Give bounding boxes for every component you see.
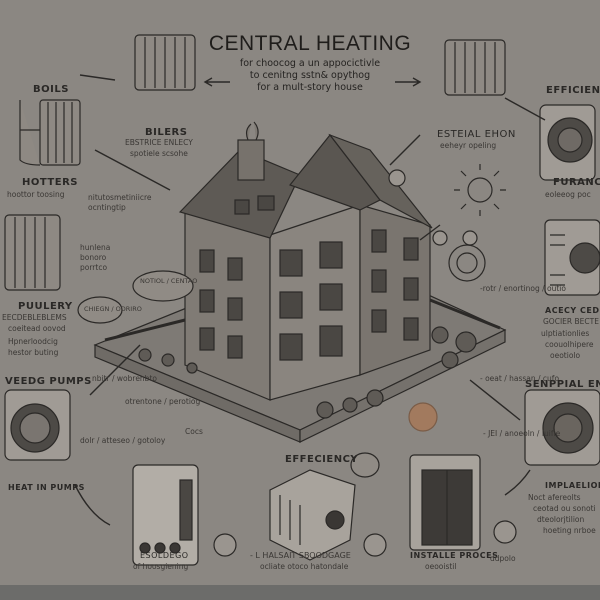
- label-efficiency-top: EFFICIENCY: [546, 85, 600, 96]
- label-hotters: HOTTERS: [22, 177, 78, 188]
- speech-bubble-2: [77, 296, 123, 324]
- label-boils: BOILS: [33, 84, 69, 95]
- heat-pump-left: [4, 389, 71, 461]
- radiator-left-boiler: [19, 99, 81, 166]
- label-text: dteolorjtilion: [537, 515, 585, 524]
- condenser-unit-bottom: [269, 469, 356, 561]
- label-text: hoeting nrboe: [543, 526, 596, 535]
- label-halsait: - L HALSAIT SBOODGAGE: [250, 551, 351, 560]
- gear-symbol: [448, 244, 486, 282]
- radiator-left-mid: [4, 214, 61, 291]
- central-heating-illustration: CENTRAL HEATING for choocog a un appocic…: [0, 0, 600, 585]
- label-text: oeooistil: [425, 562, 457, 571]
- subtitle-line: for choocog a un appocictivle: [239, 58, 381, 69]
- label-text: hestor buting: [8, 348, 59, 357]
- note-text: - JEI / anoeoln / Iuifle: [483, 429, 561, 438]
- subtitle-line: for a mult-story house: [257, 82, 363, 93]
- label-text: coouolhipere: [545, 340, 594, 349]
- boiler-unit-bottom: [132, 464, 199, 566]
- fence: [104, 298, 501, 342]
- label-text: eeheyr opeling: [440, 141, 497, 150]
- label-text: of hoosgiening: [133, 562, 189, 571]
- note-text: Cocs: [185, 427, 203, 436]
- label-text: Noct afereolts: [528, 493, 581, 502]
- note-text: -rotr / enortinog / outio: [480, 284, 566, 293]
- speech-bubble-1: [132, 270, 194, 302]
- page-title: CENTRAL HEATING: [208, 32, 412, 55]
- note-text: dolr / atteseo / gotoloy: [80, 436, 166, 445]
- speech-bubble-text: CHIEGN / ODRIRO: [84, 305, 142, 313]
- house: [178, 121, 433, 401]
- label-text: Hpnerloodcig: [8, 337, 58, 346]
- label-esoldego: ESOLDEGO: [140, 551, 189, 560]
- label-implaelion: IMPLAELION: [545, 481, 600, 490]
- label-bilers: BILERS: [145, 127, 188, 138]
- bottom-strip: [0, 585, 600, 600]
- heat-pump-top-right: [539, 104, 596, 181]
- label-text: ulptiationlies: [541, 329, 590, 338]
- decorative-orange-gear: [408, 402, 438, 432]
- label-text: ocntingtip: [88, 203, 126, 212]
- label-text: oeotiolo: [550, 351, 581, 360]
- label-acecy: ACECY CEDLE: [545, 306, 600, 315]
- speech-bubble-3: [350, 452, 380, 478]
- heat-pump-bottom-right: [524, 389, 600, 466]
- note-text: ddpolo: [490, 554, 516, 563]
- label-installe: INSTALLE PROCES: [410, 551, 499, 560]
- label-text: ceotad ou sonoti: [533, 504, 596, 513]
- label-text: EECDEBLEBLEMS: [2, 313, 67, 322]
- label-text: porrtco: [80, 263, 108, 272]
- bushes: [138, 326, 477, 419]
- arrows: [74, 74, 546, 526]
- sun-symbol: [454, 164, 506, 216]
- radiator-top-left: [134, 34, 196, 91]
- label-text: coeitead oovod: [8, 324, 66, 333]
- illustration-artwork: [4, 34, 600, 566]
- label-senppial: SENPPIAL ENCIL: [525, 379, 600, 390]
- label-esteial: ESTEIAL EHON: [437, 129, 516, 140]
- subtitle-line: to cenitng sstn& opythog: [249, 70, 371, 81]
- label-furances: FURANCES: [553, 177, 600, 188]
- note-text: otrentone / perotiog: [125, 397, 201, 406]
- label-text: nitutosmetiniicre: [88, 193, 152, 202]
- note-text: nbitr / wobrenbto: [92, 374, 157, 383]
- house-windows: [199, 195, 419, 361]
- label-text: spotiele scsohe: [130, 149, 188, 158]
- label-veedg-pumps: VEEDG PUMPS: [5, 376, 92, 387]
- label-text: GOCIER BECTE: [543, 317, 599, 326]
- radiator-top-right: [444, 39, 506, 96]
- label-text: bonoro: [80, 253, 107, 262]
- label-puulery: PUULERY: [18, 301, 73, 312]
- gauges: [213, 169, 517, 557]
- label-text: hunlena: [80, 243, 111, 252]
- label-text: EBSTRICE ENLECY: [125, 138, 193, 147]
- label-text: ocliate otoco hatondale: [260, 562, 349, 571]
- label-text: eoleeog poc: [545, 190, 591, 199]
- label-heat-in-pumps: HEAT IN PUMPS: [8, 483, 85, 492]
- label-text: hoottor toosing: [7, 190, 65, 199]
- note-text: - oeat / hassan / cufo: [480, 374, 560, 383]
- furnace-right: [544, 219, 600, 296]
- speech-bubble-text: NOTIOL / CENTAO: [140, 277, 198, 285]
- air-handler-bottom: [409, 454, 481, 551]
- label-efficiency-bottom: EFFECIENCY: [285, 454, 359, 465]
